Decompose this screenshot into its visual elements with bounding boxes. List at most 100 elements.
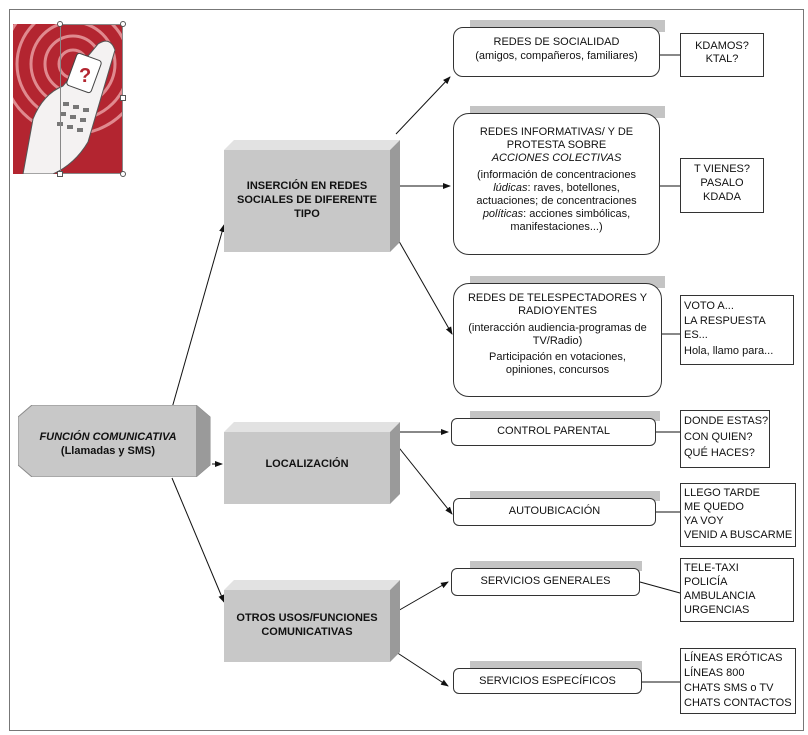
example-line: LÍNEAS 800 [684,667,745,679]
example-line: CON QUIEN? [684,431,753,443]
sub-node-informativas: REDES INFORMATIVAS/ Y DE PROTESTA SOBRE … [453,113,660,255]
root-node-shape [18,405,211,477]
arrow-redes-to-socialidad [395,76,451,135]
selection-frame [60,24,123,174]
example-line: ME QUEDO [684,501,744,513]
sub-node-line: (interacción audiencia-programas de [468,322,647,334]
selection-handle[interactable] [57,21,63,27]
sub-node-socialidad: REDES DE SOCIALIDAD (amigos, compañeros,… [453,27,660,77]
example-line: POLICÍA [684,576,728,588]
sub-node-line: lúdicas: raves, botellones, [454,182,659,195]
example-line: KDADA [703,191,741,203]
sub-node-title: SERVICIOS GENERALES [480,575,611,587]
arrow-redes-to-telespectadores [395,235,453,335]
sub-node-detail: (amigos, compañeros, familiares) [475,50,638,62]
sub-node-title: AUTOUBICACIÓN [508,505,601,517]
sub-node-line: manifestaciones...) [510,221,603,233]
sub-node-line: RADIOYENTES [518,305,597,317]
example-line: PASALO [700,177,744,189]
root-subtitle: (Llamadas y SMS) [60,445,156,457]
sub-node-title: REDES DE SOCIALIDAD [493,36,620,48]
example-line: AMBULANCIA [684,590,756,602]
example-line: KTAL? [705,53,739,65]
sub-node-emph: políticas [482,208,524,220]
example-box-control: DONDE ESTAS? CON QUIEN? QUÉ HACES? [680,410,770,468]
example-line: YA VOY [684,515,724,527]
root-node: FUNCIÓN COMUNICATIVA (Llamadas y SMS) [18,405,214,477]
example-box-informativas: T VIENES? PASALO KDADA [680,158,764,213]
sub-node-control: CONTROL PARENTAL [451,418,656,446]
box-shadow [470,491,660,501]
example-box-especificos: LÍNEAS ERÓTICAS LÍNEAS 800 CHATS SMS o T… [680,648,796,714]
root-title: FUNCIÓN COMUNICATIVA [39,431,177,443]
main-node-otros: OTROS USOS/FUNCIONES COMUNICATIVAS [224,580,400,662]
box-shadow [470,561,642,571]
example-line: ES... [684,329,708,341]
connector-generales [639,581,681,594]
example-line: LA RESPUESTA [684,315,766,327]
main-node-localizacion: LOCALIZACIÓN [224,422,400,504]
box-shape [224,140,400,252]
example-line: CHATS SMS o TV [684,682,774,694]
sub-node-line: REDES DE TELESPECTADORES Y [467,292,648,304]
box-shadow [470,411,660,421]
example-line: KDAMOS? [695,40,749,52]
sub-node-line: opiniones, concursos [505,364,610,376]
sub-node-line: actuaciones; de concentraciones [476,195,637,207]
main-node-label: INSERCIÓN EN REDES [246,180,368,192]
sub-node-generales: SERVICIOS GENERALES [451,568,640,596]
example-line: CHATS CONTACTOS [684,697,792,709]
box-shape [224,580,400,662]
phone-icon: ? [13,24,123,174]
selection-handle[interactable] [57,171,63,177]
svg-text:?: ? [79,65,91,87]
main-node-redes: INSERCIÓN EN REDES SOCIALES DE DIFERENTE… [224,140,400,252]
sub-node-text: : raves, botellones, [527,182,620,194]
example-box-generales: TELE-TAXI POLICÍA AMBULANCIA URGENCIAS [680,558,794,622]
main-node-label: LOCALIZACIÓN [265,458,349,470]
main-node-label: OTROS USOS/FUNCIONES [236,612,378,624]
selection-handle[interactable] [120,95,126,101]
example-line: VENID A BUSCARME [684,529,793,541]
sub-node-line: ACCIONES COLECTIVAS [491,152,622,164]
example-line: TELE-TAXI [684,562,739,574]
selection-handle[interactable] [120,171,126,177]
sub-node-autoubicacion: AUTOUBICACIÓN [453,498,656,526]
sub-node-telespectadores: REDES DE TELESPECTADORES Y RADIOYENTES (… [453,283,662,397]
example-line: LLEGO TARDE [684,487,761,499]
example-line: T VIENES? [693,163,751,175]
example-box-socialidad: KDAMOS? KTAL? [680,33,764,77]
arrow-root-to-otros [171,477,225,603]
sub-node-emph: lúdicas [493,182,528,194]
sub-node-line: PROTESTA SOBRE [506,139,607,151]
sub-node-text: : acciones simbólicas, [523,208,631,220]
sub-node-line: políticas: acciones simbólicas, [454,208,659,221]
arrow-root-to-redes [171,224,225,409]
main-node-label: SOCIALES DE DIFERENTE [237,194,377,206]
sub-node-line: TV/Radio) [532,335,583,347]
sub-node-line: (información de concentraciones [477,169,636,181]
example-line: QUÉ HACES? [684,447,755,459]
arrow-otros-to-especificos [395,651,449,687]
example-line: DONDE ESTAS? [684,415,769,427]
example-box-autoubicacion: LLEGO TARDE ME QUEDO YA VOY VENID A BUSC… [680,483,796,547]
sub-node-line: REDES INFORMATIVAS/ Y DE [479,126,634,138]
example-line: URGENCIAS [684,604,750,616]
sub-node-title: CONTROL PARENTAL [497,425,610,437]
phone-image: ? [13,24,123,174]
box-shadow [470,661,642,671]
example-line: LÍNEAS ERÓTICAS [684,652,783,664]
main-node-label: TIPO [294,208,320,220]
sub-node-line: Participación en votaciones, [489,351,626,363]
box-shape [224,422,400,504]
selection-handle[interactable] [120,21,126,27]
sub-node-title: SERVICIOS ESPECÍFICOS [479,675,616,687]
diagram-frame [9,9,804,731]
arrow-loc-to-autoubicacion [395,443,453,515]
main-node-label: COMUNICATIVAS [261,626,353,638]
sub-node-especificos: SERVICIOS ESPECÍFICOS [453,668,642,694]
example-box-telespectadores: VOTO A... LA RESPUESTA ES... Hola, llamo… [680,295,794,365]
arrow-otros-to-generales [395,581,449,613]
example-line: Hola, llamo para... [684,345,774,357]
